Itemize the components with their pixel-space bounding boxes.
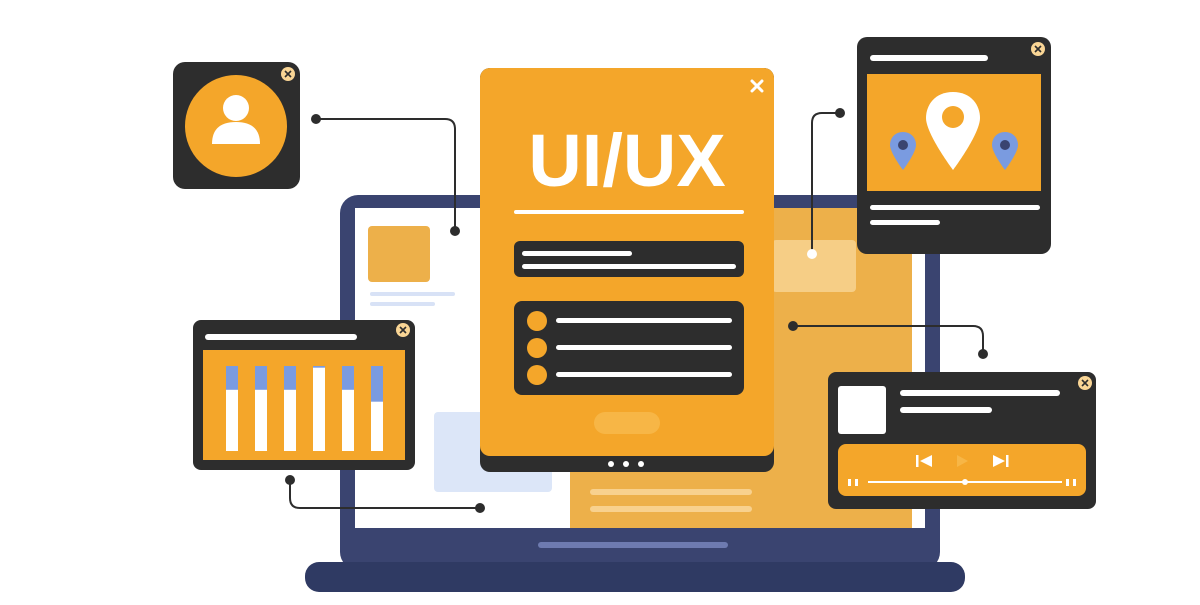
close-icon[interactable] <box>1078 376 1092 390</box>
card-header-line <box>205 334 357 340</box>
bar-fill <box>371 401 383 451</box>
user-icon <box>212 95 260 144</box>
bar-fill <box>284 389 296 451</box>
album-art <box>838 386 886 434</box>
bar-group <box>226 366 383 451</box>
list-item[interactable] <box>527 365 732 385</box>
text-input-box[interactable] <box>514 241 744 277</box>
laptop-trackpad-line <box>538 542 728 548</box>
location-pin-icon <box>992 132 1018 170</box>
connector-player <box>793 325 984 354</box>
close-icon[interactable] <box>1031 42 1045 56</box>
bar-fill <box>342 389 354 451</box>
card-text-line <box>900 390 1060 396</box>
connector-map <box>811 112 840 254</box>
screen-light-block <box>772 240 856 292</box>
hero-title: UI/UX <box>528 119 725 202</box>
bar-fill <box>226 389 238 451</box>
user-card[interactable] <box>173 62 300 189</box>
list-item[interactable] <box>527 338 732 358</box>
close-icon[interactable] <box>750 79 764 93</box>
location-pin-icon <box>890 132 916 170</box>
title-underline <box>514 210 744 214</box>
card-text-line <box>900 407 992 413</box>
play-icon[interactable] <box>957 455 968 467</box>
card-text-line <box>870 220 940 225</box>
screen-text-line <box>590 506 752 512</box>
connectors <box>289 112 984 509</box>
list-item[interactable] <box>527 311 732 331</box>
main-card[interactable]: UI/UX <box>480 68 774 472</box>
screen-text-line <box>370 302 435 306</box>
screen-thumbnail <box>368 226 430 282</box>
connector-dots <box>285 108 988 513</box>
close-icon[interactable] <box>281 67 295 81</box>
map-card[interactable] <box>857 37 1051 254</box>
bar-fill <box>313 367 325 451</box>
option-list <box>514 301 744 395</box>
close-icon[interactable] <box>396 323 410 337</box>
player-controls <box>838 444 1086 496</box>
submit-button[interactable] <box>594 412 660 434</box>
laptop-base <box>305 562 965 592</box>
connector-chart <box>289 480 480 509</box>
pagination-dots <box>608 461 644 467</box>
bar-fill <box>255 389 267 451</box>
skip-next-icon[interactable] <box>993 455 1009 467</box>
connector-user <box>316 118 456 231</box>
screen-text-line <box>590 489 752 495</box>
skip-previous-icon[interactable] <box>916 455 932 467</box>
location-pin-icon <box>926 92 980 170</box>
card-header-line <box>870 55 988 61</box>
screen-text-line <box>370 292 455 296</box>
card-text-line <box>870 205 1040 210</box>
media-player-card[interactable] <box>828 372 1096 509</box>
bar-chart-card[interactable] <box>193 320 415 470</box>
progress-slider[interactable] <box>848 479 1076 486</box>
